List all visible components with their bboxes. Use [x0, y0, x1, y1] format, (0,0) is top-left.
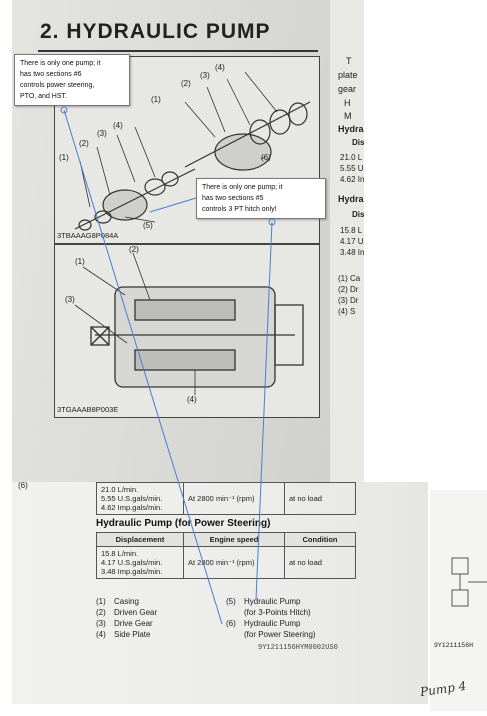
fragment: 4.62 In [340, 175, 365, 184]
spec-table-3pt: 21.0 L/min. 5.55 U.S.gals/min. 4.62 Imp.… [96, 482, 356, 515]
right-page-fragment: 9Y1211156H [430, 490, 487, 711]
fragment: M [344, 111, 352, 121]
fragment: 5.55 U [340, 164, 364, 173]
section-label-2: (2) [129, 245, 139, 254]
figure-cross-section: (1) (2) (3) (4) 3TGAAAB8P003E [54, 244, 320, 418]
legend-text: Casing [114, 597, 139, 606]
fragment: 4.17 U [340, 237, 364, 246]
displacement-cell: 15.8 L/min. 4.17 U.S.gals/min. 3.48 Imp.… [96, 546, 184, 579]
legend-num: (2) [96, 608, 106, 617]
part-label-3: (3) [200, 71, 210, 80]
legend-text: Driven Gear [114, 608, 158, 617]
part-label-5: (5) [143, 221, 153, 230]
part-label-2b: (2) [79, 139, 89, 148]
part-number-mark: (6) [18, 481, 28, 490]
section-heading: 2. HYDRAULIC PUMP [40, 20, 271, 43]
fragment: (4) S [338, 307, 356, 316]
callout-line: controls 3 PT hitch only! [202, 206, 277, 213]
engine-speed-cell: At 2800 min⁻¹ (rpm) [183, 482, 285, 515]
part-label-3b: (3) [97, 129, 107, 138]
callout-line: controls power steering, [20, 82, 95, 89]
legend-item: (6) Hydraulic Pump [226, 618, 316, 629]
manual-photo-bottom [12, 482, 428, 704]
right-page-strip [330, 0, 364, 485]
fragment: Dis [352, 138, 365, 147]
legend-item: (3) Drive Gear [96, 618, 157, 629]
part-label-6: (6) [261, 153, 271, 162]
engine-speed-cell: At 2800 min⁻¹ (rpm) [183, 546, 285, 579]
cross-section-drawing [74, 252, 304, 395]
header-condition: Condition [284, 532, 356, 547]
parts-legend-left: (1) Casing (2) Driven Gear (3) Drive Gear (… [96, 596, 157, 640]
fragment: H [344, 98, 351, 108]
legend-item: (for Power Steering) [226, 629, 316, 640]
right-diagram-fragment [451, 557, 487, 607]
fragment: (3) Dr [338, 296, 359, 305]
part-label-4: (4) [215, 63, 225, 72]
fragment: Hydra [338, 124, 364, 134]
fragment: gear [338, 84, 357, 94]
document-code: 9Y1211156HYM0002US0 [258, 644, 338, 652]
legend-item: (for 3-Points Hitch) [226, 607, 316, 618]
callout-line: has two sections #5 [202, 195, 264, 202]
table-row: 21.0 L/min. 5.55 U.S.gals/min. 4.62 Imp.… [96, 482, 356, 515]
callout-line: There is only one pump; it [202, 184, 283, 191]
callout-section-6: There is only one pump; it has two secti… [14, 54, 130, 106]
fragment: T [346, 56, 352, 66]
condition-cell: at no load [284, 546, 356, 579]
fragment: Hydra [338, 194, 364, 204]
part-label-2: (2) [181, 79, 191, 88]
fragment: (1) Ca [338, 274, 361, 283]
legend-num [226, 629, 244, 640]
part-label-4b: (4) [113, 121, 123, 130]
legend-item: (4) Side Plate [96, 629, 157, 640]
legend-num [226, 607, 244, 618]
callout-line: There is only one pump; it [20, 60, 101, 67]
fragment: plate [338, 70, 358, 80]
legend-num: (4) [96, 630, 106, 639]
part-label-1b: (1) [59, 153, 69, 162]
legend-text: Hydraulic Pump [244, 619, 301, 628]
legend-num: (3) [96, 619, 106, 628]
fragment: 21.0 L [340, 153, 363, 162]
part-label-1: (1) [151, 95, 161, 104]
condition-cell: at no load [284, 482, 356, 515]
header-displacement: Displacement [96, 532, 184, 547]
right-code: 9Y1211156H [434, 642, 474, 649]
table-row: 15.8 L/min. 4.17 U.S.gals/min. 3.48 Imp.… [96, 546, 356, 579]
legend-text: Side Plate [114, 630, 151, 639]
fragment: 15.8 L [340, 226, 363, 235]
section-label-1: (1) [75, 257, 85, 266]
fragment: (2) Dr [338, 285, 359, 294]
header-engine-speed: Engine speed [183, 532, 285, 547]
callout-line: PTO, and HST. [20, 93, 67, 100]
figure-code: 3TBAAAG8P084A [57, 231, 119, 240]
callout-line: has two sections #6 [20, 71, 82, 78]
legend-num: (1) [96, 597, 106, 606]
fragment: Dis [352, 210, 365, 219]
legend-item: (5) Hydraulic Pump [226, 596, 316, 607]
displacement-cell: 21.0 L/min. 5.55 U.S.gals/min. 4.62 Imp.… [96, 482, 184, 515]
legend-text: (for Power Steering) [244, 630, 316, 639]
legend-text: Drive Gear [114, 619, 153, 628]
section-label-4: (4) [187, 395, 197, 404]
legend-item: (2) Driven Gear [96, 607, 157, 618]
heading-rule [38, 50, 318, 52]
figure-code: 3TGAAAB8P003E [57, 405, 119, 414]
legend-text: Hydraulic Pump [244, 597, 301, 606]
parts-legend-right: (5) Hydraulic Pump (for 3-Points Hitch) (… [226, 596, 316, 640]
callout-section-5: There is only one pump; it has two secti… [196, 178, 326, 219]
table-header-row: Displacement Engine speed Condition [96, 532, 356, 547]
legend-num: (5) [226, 597, 236, 606]
legend-num: (6) [226, 619, 236, 628]
section-label-3: (3) [65, 295, 75, 304]
fragment: 3.48 In [340, 248, 365, 257]
section-title-power-steering: Hydraulic Pump (for Power Steering) [96, 518, 271, 529]
legend-text: (for 3-Points Hitch) [244, 608, 311, 617]
spec-table-power-steering: Displacement Engine speed Condition 15.8… [96, 532, 356, 579]
legend-item: (1) Casing [96, 596, 157, 607]
